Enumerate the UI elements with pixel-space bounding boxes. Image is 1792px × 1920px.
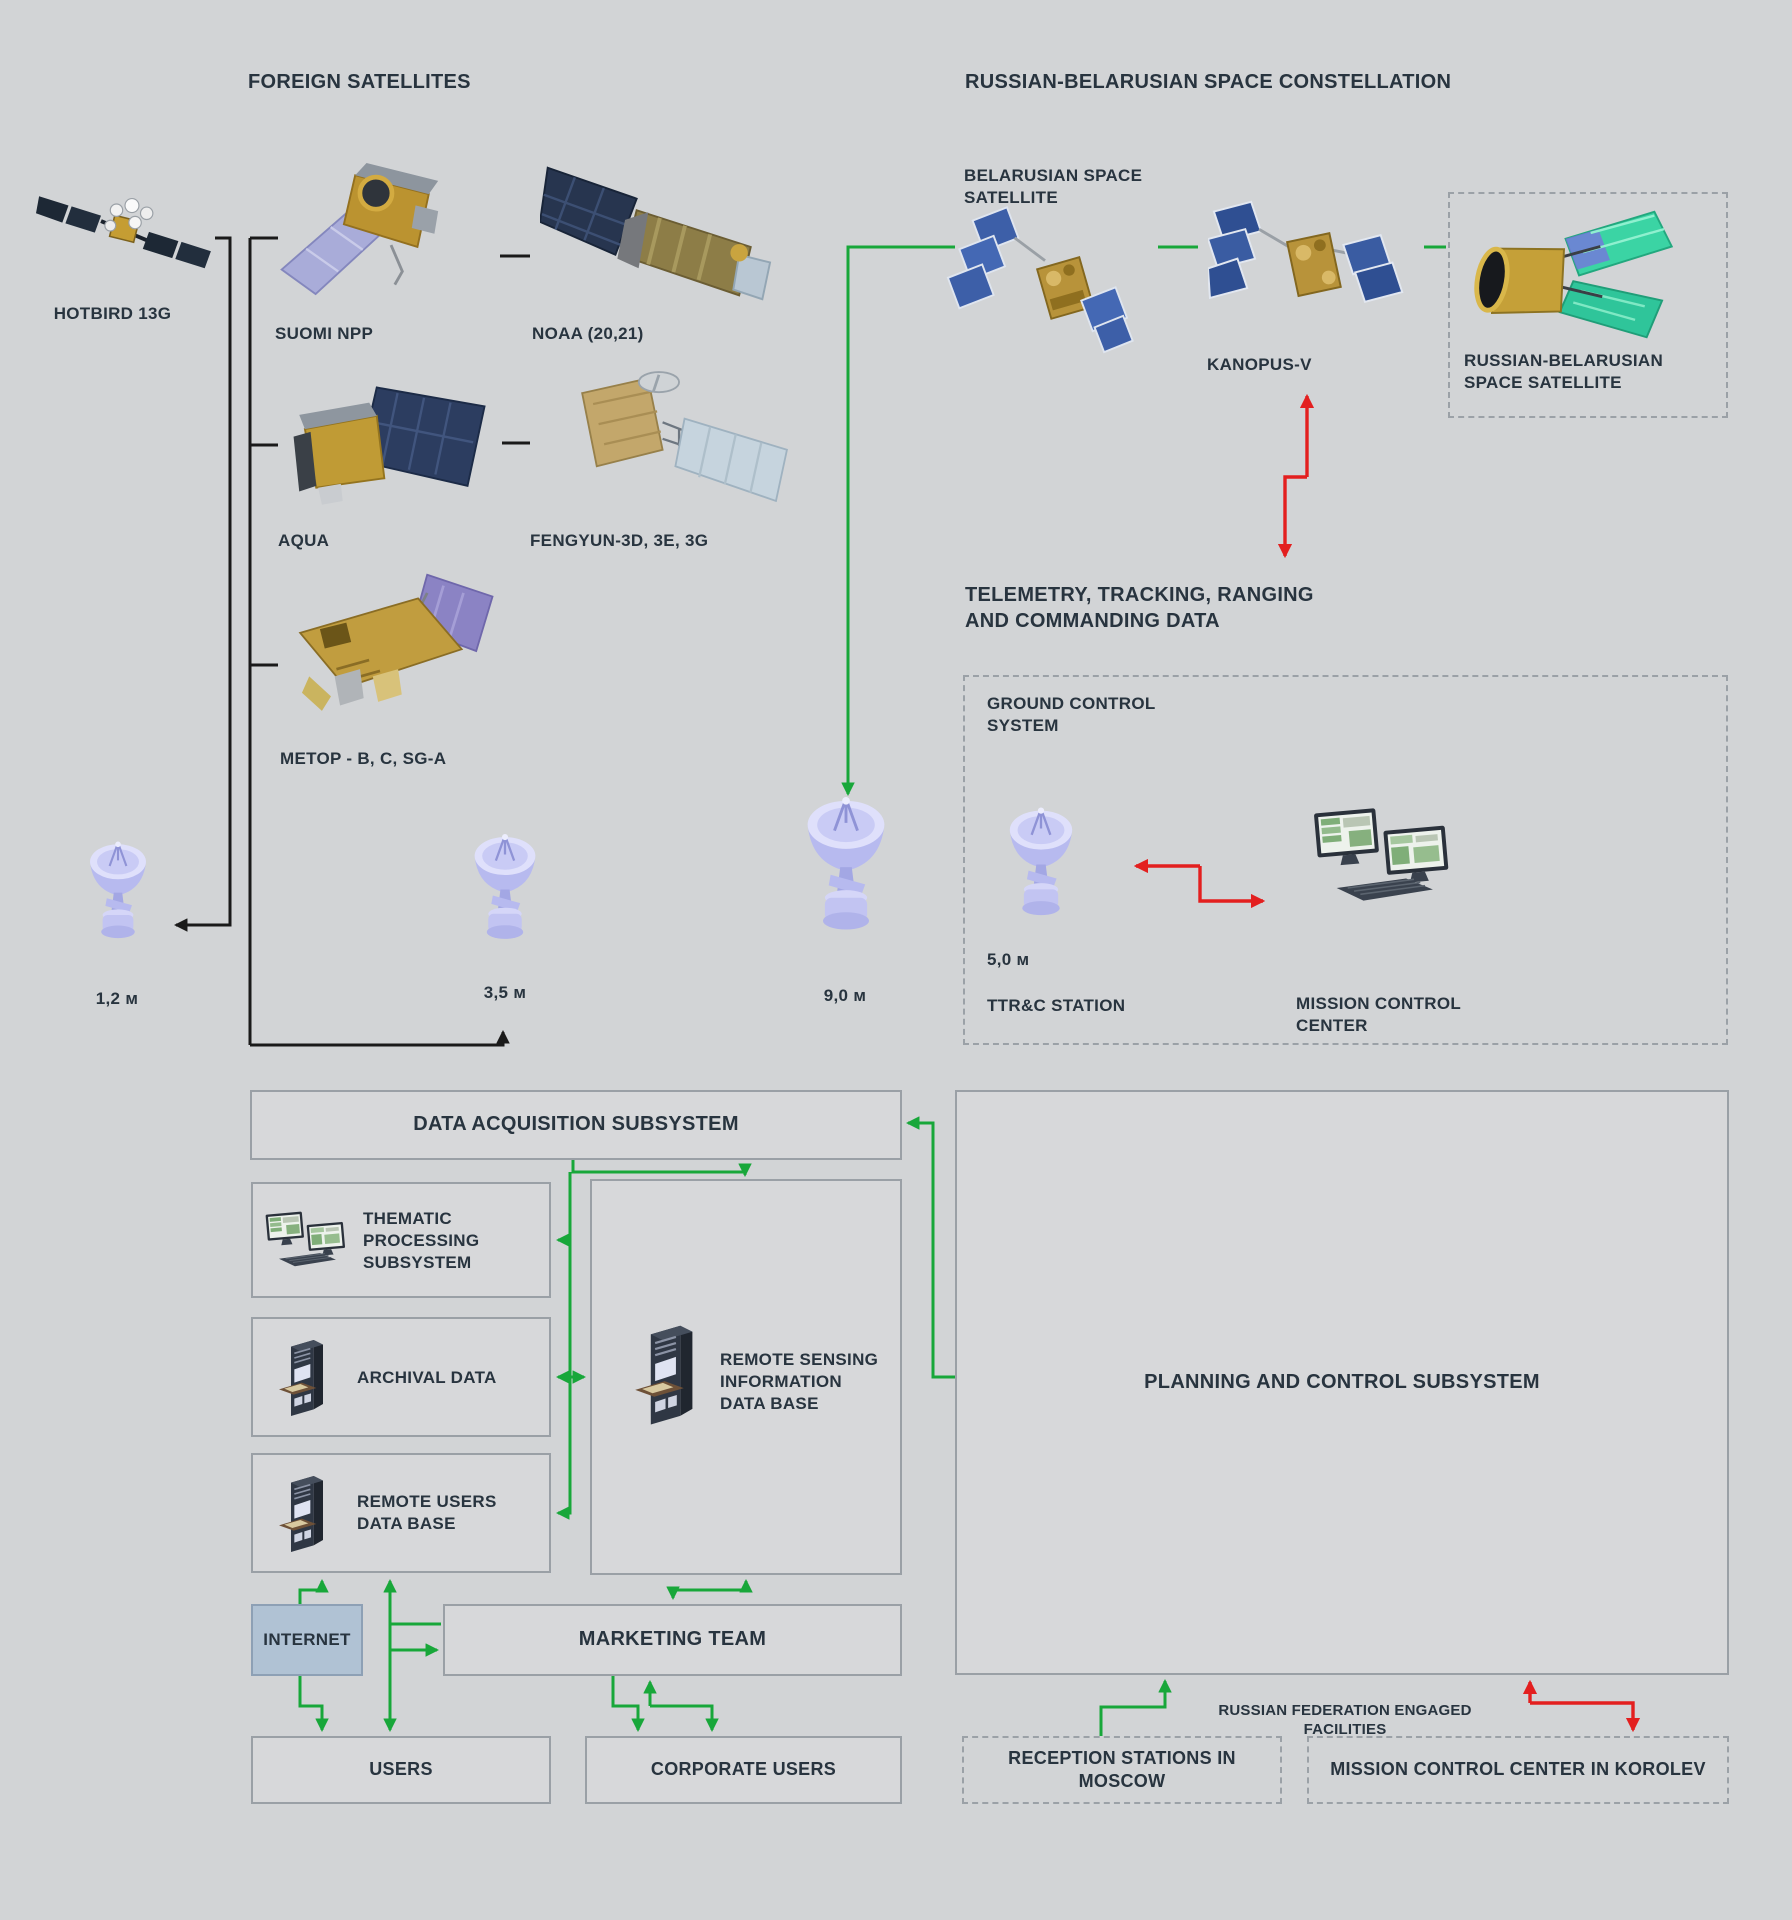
hotbird-label: HOTBIRD 13G <box>53 304 172 323</box>
mission-control-center-label: MISSION CONTROL CENTER <box>1296 994 1461 1035</box>
server-terminal-icon <box>275 1467 335 1567</box>
antenna-9-0m-label: 9,0 м <box>823 986 867 1005</box>
remote-sensing-db-label: REMOTE SENSING INFORMATION DATA BASE <box>720 1350 879 1413</box>
aqua-label: AQUA <box>278 531 330 550</box>
planning-control-subsystem-label: PLANNING AND CONTROL SUBSYSTEM <box>1144 1370 1540 1393</box>
belarusian-satellite-label: BELARUSIAN SPACE SATELLITE <box>964 166 1143 207</box>
belarusian-satellite-icon <box>946 206 1134 354</box>
noaa-satellite-icon <box>540 166 772 301</box>
antenna-3-5m-label: 3,5 м <box>483 983 527 1002</box>
foreign-satellites-title: FOREIGN SATELLITES <box>248 71 471 93</box>
server-terminal-icon <box>275 1331 335 1431</box>
remote-sensing-db-box: REMOTE SENSING INFORMATION DATA BASE <box>590 1179 902 1575</box>
constellation-title: RUSSIAN-BELARUSIAN SPACE CONSTELLATION <box>965 71 1452 93</box>
green-data-connectors <box>298 1116 1172 1736</box>
server-terminal-icon <box>630 1309 708 1449</box>
ttrc-station-label: TTR&C STATION <box>987 996 1126 1015</box>
reception-stations-box: RECEPTION STATIONS IN MOSCOW <box>962 1736 1282 1804</box>
noaa-label: NOAA (20,21) <box>532 324 644 343</box>
russian-belarusian-satellite-box: RUSSIAN-BELARUSIAN SPACE SATELLITE <box>1448 192 1728 418</box>
russian-belarusian-satellite-label: RUSSIAN-BELARUSIAN SPACE SATELLITE <box>1464 351 1664 392</box>
users-label: USERS <box>369 1759 433 1780</box>
thematic-processing-label: THEMATIC PROCESSING SUBSYSTEM <box>363 1209 480 1272</box>
red-command-connectors <box>1133 393 1641 1733</box>
green-constellation-connectors <box>841 245 1446 797</box>
suomi-npp-satellite-icon <box>280 163 439 296</box>
archival-data-label: ARCHIVAL DATA <box>357 1368 497 1387</box>
planning-control-subsystem-box: PLANNING AND CONTROL SUBSYSTEM <box>955 1090 1729 1675</box>
hotbird-satellite-icon <box>36 196 211 269</box>
black-downlink-connectors <box>173 236 530 1047</box>
data-acquisition-subsystem-box: DATA ACQUISITION SUBSYSTEM <box>250 1090 902 1160</box>
russian-belarusian-satellite-icon <box>1474 210 1674 339</box>
kanopus-v-label: KANOPUS-V <box>1207 355 1312 374</box>
fengyun-label: FENGYUN-3D, 3E, 3G <box>530 531 709 550</box>
internet-label: INTERNET <box>263 1630 351 1650</box>
metop-label: METOP - B, C, SG-A <box>280 749 447 768</box>
kanopus-v-satellite-icon <box>1208 200 1404 304</box>
ground-control-system-title: GROUND CONTROL SYSTEM <box>987 694 1156 735</box>
data-acquisition-subsystem-label: DATA ACQUISITION SUBSYSTEM <box>413 1113 739 1136</box>
remote-users-db-box: REMOTE USERS DATA BASE <box>251 1453 551 1573</box>
satellite-dish-icon <box>83 833 153 955</box>
archival-data-box: ARCHIVAL DATA <box>251 1317 551 1437</box>
ttrc-antenna-size-label: 5,0 м <box>987 950 1030 969</box>
korolev-mcc-box: MISSION CONTROL CENTER IN KOROLEV <box>1307 1736 1729 1804</box>
metop-satellite-icon <box>298 573 494 711</box>
antenna-1-2m-label: 1,2 м <box>95 989 139 1008</box>
corporate-users-label: CORPORATE USERS <box>650 1759 837 1780</box>
suomi-npp-label: SUOMI NPP <box>275 324 374 343</box>
aqua-satellite-icon <box>293 386 486 505</box>
satellite-dish-icon <box>467 826 543 956</box>
ground-control-system-box: GROUND CONTROL SYSTEM 5,0 м TTR&C STATIO… <box>963 675 1728 1045</box>
marketing-team-label: MARKETING TEAM <box>578 1628 767 1651</box>
telemetry-caption: TELEMETRY, TRACKING, RANGING AND COMMAND… <box>965 584 1314 632</box>
marketing-team-box: MARKETING TEAM <box>443 1604 902 1676</box>
korolev-mcc-label: MISSION CONTROL CENTER IN KOROLEV <box>1330 1759 1706 1780</box>
corporate-users-box: CORPORATE USERS <box>585 1736 902 1804</box>
thematic-processing-box: THEMATIC PROCESSING SUBSYSTEM <box>251 1182 551 1298</box>
fengyun-satellite-icon <box>581 371 789 503</box>
satellite-dish-icon <box>798 778 894 960</box>
dual-monitors-icon <box>1313 789 1455 927</box>
engaged-facilities-caption: RUSSIAN FEDERATION ENGAGED FACILITIES <box>1218 1702 1472 1739</box>
dual-monitors-icon <box>265 1202 349 1280</box>
satellite-dish-icon <box>1002 799 1080 933</box>
internet-box: INTERNET <box>251 1604 363 1676</box>
remote-users-db-label: REMOTE USERS DATA BASE <box>357 1492 497 1533</box>
reception-stations-label: RECEPTION STATIONS IN MOSCOW <box>1008 1747 1236 1791</box>
users-box: USERS <box>251 1736 551 1804</box>
